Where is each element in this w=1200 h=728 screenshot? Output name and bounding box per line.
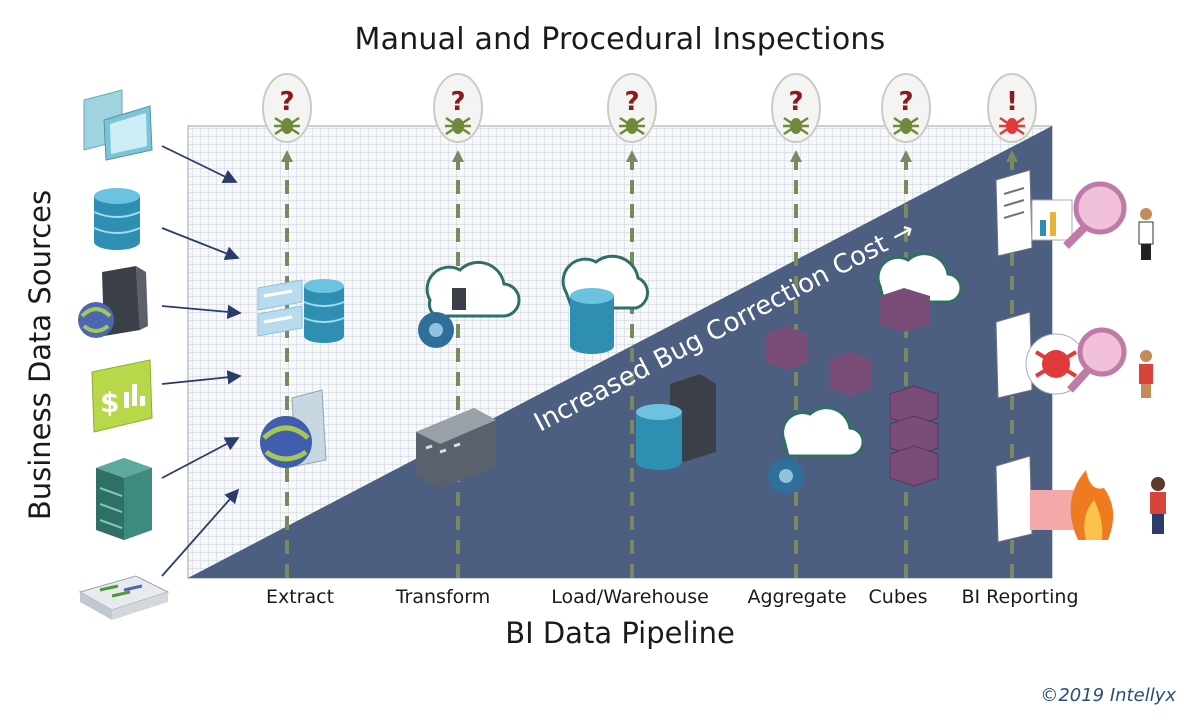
inspection-mark: ? — [279, 87, 294, 117]
inspection-mark: ? — [898, 87, 913, 117]
bug-icon — [783, 116, 809, 136]
inspection-icon-3: ? — [607, 73, 657, 143]
extract-data-cards-icon — [257, 279, 303, 337]
inspection-icon-6: ! — [987, 73, 1037, 143]
cubes-cloud-icon — [876, 252, 963, 332]
diagram-title: Manual and Procedural Inspections — [354, 22, 886, 57]
svg-text:$: $ — [100, 386, 119, 419]
person-icon-1 — [1138, 208, 1154, 260]
stage-label-transform: Transform — [395, 586, 491, 608]
stage-label-bi-reporting: BI Reporting — [961, 586, 1079, 608]
bug-icon — [619, 116, 645, 136]
inspection-icon-2: ? — [433, 73, 483, 143]
bug-icon — [445, 116, 471, 136]
aggregate-cloud-gear-icon — [768, 406, 865, 494]
inspection-mark: ? — [624, 87, 639, 117]
inspection-mark: ? — [788, 87, 803, 117]
bug-icon — [999, 116, 1025, 136]
source-arrows — [161, 145, 242, 577]
transform-server-icon — [416, 408, 496, 488]
report-fire-icon — [995, 455, 1114, 543]
inspection-mark: ! — [1006, 87, 1018, 117]
extract-database-icon — [303, 279, 345, 343]
data-center-icon — [96, 458, 152, 540]
bug-icon — [274, 116, 300, 136]
report-chart-magnifier-icon — [995, 169, 1127, 257]
transform-cloud-gear-icon — [418, 260, 521, 348]
person-icon-3 — [1150, 477, 1166, 534]
stage-label-cubes: Cubes — [868, 586, 928, 608]
inspection-icon-1: ? — [262, 73, 312, 143]
inspection-icon-4: ? — [771, 73, 821, 143]
stage-label-extract: Extract — [265, 586, 335, 608]
person-icon-2 — [1139, 350, 1153, 398]
network-switch-icon — [78, 575, 170, 620]
inspection-icon-5: ? — [881, 73, 931, 143]
inspection-mark: ? — [450, 87, 465, 117]
web-server-icon — [78, 266, 148, 338]
stage-label-aggregate: Aggregate — [747, 586, 847, 608]
financial-report-icon: $ — [91, 359, 153, 433]
database-icon — [93, 188, 141, 250]
desktop-computer-icon — [83, 89, 153, 161]
cubes-stack-icon — [889, 385, 939, 487]
copyright-notice: ©2019 Intellyx — [1040, 685, 1176, 706]
report-bug-magnifier-icon — [995, 311, 1127, 399]
warehouse-cloud-database-icon — [561, 254, 649, 354]
x-axis-label: BI Data Pipeline — [505, 616, 735, 650]
extract-web-server-icon — [260, 389, 327, 468]
cost-triangle — [188, 126, 1052, 578]
aggregate-cube-icons — [766, 326, 872, 396]
bug-icon — [893, 116, 919, 136]
stage-label-load-warehouse: Load/Warehouse — [551, 586, 709, 608]
warehouse-server-database-icon — [636, 374, 716, 470]
